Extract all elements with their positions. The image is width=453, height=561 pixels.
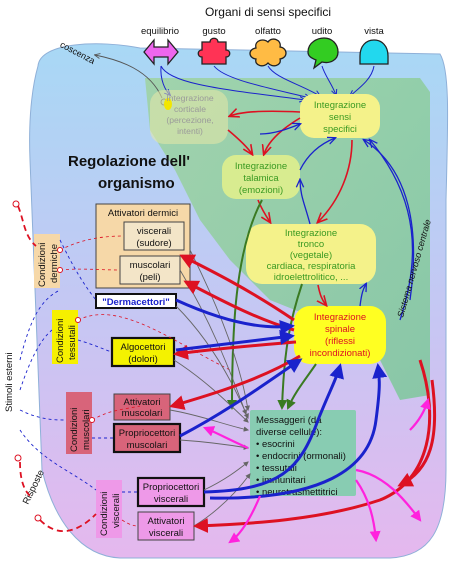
attivatori-dermici-box: Attivatori dermici viscerali (sudore) mu… <box>95 203 191 289</box>
svg-text:muscolari: muscolari <box>130 260 171 271</box>
svg-text:Condizioni: Condizioni <box>69 408 80 452</box>
sense-label-equilibrio: equilibrio <box>141 26 179 37</box>
svg-text:• tessutali: • tessutali <box>256 463 297 474</box>
dashed-red-paths <box>17 205 97 532</box>
node-talamica: Integrazione talamica (emozioni) <box>222 155 300 199</box>
svg-text:Condizioni: Condizioni <box>37 243 48 287</box>
stimoli-esterni-label: Stimoli esterni <box>4 352 15 412</box>
condizioni-dermiche: Condizioni dermiche <box>34 234 60 288</box>
svg-text:Propriocettori: Propriocettori <box>119 428 176 439</box>
cns-arrows-blue <box>259 124 415 321</box>
svg-text:Messaggeri (da: Messaggeri (da <box>256 415 322 426</box>
svg-text:idroelettrolitico, ...: idroelettrolitico, ... <box>274 272 348 283</box>
svg-text:(vegetale): (vegetale) <box>290 250 332 261</box>
svg-text:muscolari: muscolari <box>122 408 163 419</box>
regolazione-title-line2: organismo <box>98 175 175 192</box>
svg-text:sensi: sensi <box>329 112 351 123</box>
svg-text:Attivatori dermici: Attivatori dermici <box>108 208 178 219</box>
udito-icon <box>307 37 339 70</box>
svg-text:(percezione,: (percezione, <box>166 115 213 125</box>
svg-text:Condizioni: Condizioni <box>99 492 110 536</box>
node-corticale: Integrazione corticale (percezione, inte… <box>150 90 228 144</box>
svg-text:dermiche: dermiche <box>49 244 60 283</box>
gusto-icon <box>197 37 231 65</box>
node-sensi-specifici: Integrazione sensi specifici <box>300 94 380 138</box>
svg-text:Integrazione: Integrazione <box>166 93 214 103</box>
svg-text:(dolori): (dolori) <box>128 354 158 365</box>
svg-text:viscerali: viscerali <box>154 494 188 505</box>
arrows-blue-thick <box>175 298 388 500</box>
svg-text:viscerali: viscerali <box>111 494 122 528</box>
svg-text:• neurotrasmettitrici: • neurotrasmettitrici <box>256 487 337 498</box>
vista-icon <box>359 39 389 65</box>
sense-label-olfatto: olfatto <box>255 26 281 37</box>
regolazione-title-line1: Regolazione dell' <box>68 153 190 170</box>
condizioni-tessutali: Condizioni tessutali <box>52 310 78 364</box>
svg-text:(peli): (peli) <box>139 272 160 283</box>
svg-text:viscerali: viscerali <box>137 226 171 237</box>
svg-text:"Dermacettori": "Dermacettori" <box>102 297 170 308</box>
sense-label-gusto: gusto <box>202 26 225 37</box>
sense-label-vista: vista <box>364 26 384 37</box>
svg-text:viscerali: viscerali <box>149 528 183 539</box>
svg-text:Attivatori: Attivatori <box>148 516 185 527</box>
svg-text:muscolari: muscolari <box>81 409 92 450</box>
svg-text:intenti): intenti) <box>177 126 203 136</box>
svg-text:Propriocettori: Propriocettori <box>143 482 200 493</box>
attivatori-muscolari-box: Attivatori muscolari <box>113 393 171 421</box>
svg-text:talamica: talamica <box>243 173 279 184</box>
svg-text:tronco: tronco <box>298 239 324 250</box>
svg-text:(riflessi: (riflessi <box>325 336 355 347</box>
svg-text:diverse cellule):: diverse cellule): <box>256 427 322 438</box>
equilibrio-icon <box>143 38 179 66</box>
algocettori-box: Algocettori (dolori) <box>110 336 176 368</box>
endpoint-circles <box>12 200 95 522</box>
attivatori-viscerali-box: Attivatori viscerali <box>137 511 195 541</box>
node-tronco: Integrazione tronco (vegetale) cardiaca,… <box>246 224 376 284</box>
coscienza-arrow <box>95 55 163 99</box>
svg-text:Integrazione: Integrazione <box>235 161 287 172</box>
svg-text:• immunitari: • immunitari <box>256 475 306 486</box>
svg-text:Integrazione: Integrazione <box>314 312 366 323</box>
propriocettori-muscolari-box: Propriocettori muscolari <box>112 422 182 454</box>
svg-text:(sudore): (sudore) <box>136 238 171 249</box>
olfatto-icon <box>249 38 287 67</box>
svg-text:Attivatori: Attivatori <box>124 397 161 408</box>
svg-text:tessutali: tessutali <box>67 325 78 360</box>
sense-arrows <box>160 65 375 100</box>
svg-text:Algocettori: Algocettori <box>121 342 166 353</box>
dashed-red-thin <box>59 235 231 527</box>
svg-text:spinale: spinale <box>325 324 355 335</box>
svg-text:cardiaca, respiratoria: cardiaca, respiratoria <box>267 261 356 272</box>
svg-text:specifici: specifici <box>323 124 357 135</box>
dashed-blue-paths <box>19 239 138 493</box>
svg-text:(emozioni): (emozioni) <box>239 185 283 196</box>
svg-text:Integrazione: Integrazione <box>285 228 337 239</box>
cns-arrows-red <box>228 111 353 305</box>
svg-text:incondizionati): incondizionati) <box>310 348 371 359</box>
arrows-magenta <box>202 397 431 544</box>
svg-text:Integrazione: Integrazione <box>314 100 366 111</box>
condizioni-viscerali: Condizioni viscerali <box>96 480 122 538</box>
dermacettori-box: "Dermacettori" <box>95 293 177 309</box>
svg-text:corticale: corticale <box>174 104 206 114</box>
node-spinale: Integrazione spinale (riflessi incondizi… <box>294 306 386 364</box>
svg-text:muscolari: muscolari <box>127 440 168 451</box>
propriocettori-viscerali-box: Propriocettori viscerali <box>136 476 206 508</box>
svg-text:Condizioni: Condizioni <box>55 319 66 363</box>
svg-text:• esocrini: • esocrini <box>256 439 295 450</box>
title: Organi di sensi specifici <box>205 5 331 19</box>
condizioni-muscolari: Condizioni muscolari <box>66 392 92 454</box>
sense-label-udito: udito <box>312 26 333 37</box>
